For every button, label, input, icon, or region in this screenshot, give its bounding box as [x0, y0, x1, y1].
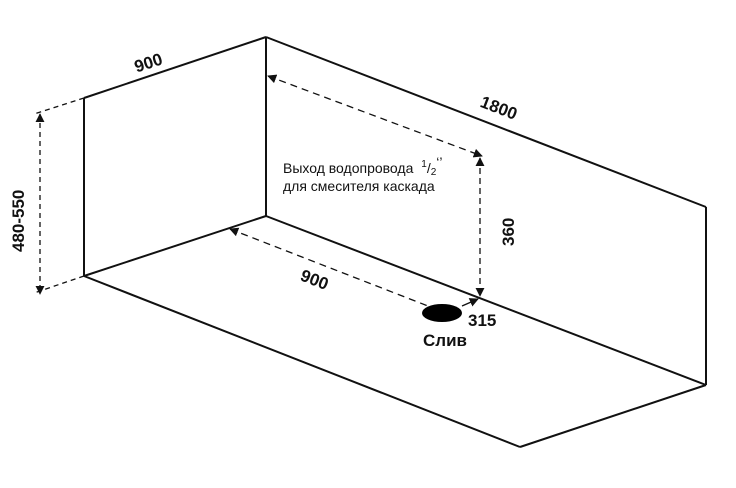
edge-inner-bottom-left: [83, 215, 267, 277]
outlet-line1-text: Выход водопровода: [283, 160, 414, 176]
outlet-annotation-line2: для смесителя каскада: [283, 178, 435, 194]
outlet-height-label: 360: [499, 218, 518, 246]
height-label: 480-550: [9, 190, 28, 252]
drain-offset-length-label: 900: [298, 266, 331, 294]
edge-top-back: [265, 36, 707, 208]
length-label: 1800: [478, 92, 520, 123]
drain-width-line: [461, 298, 479, 307]
box-outline: [83, 36, 707, 448]
drain-hole: [422, 304, 462, 322]
outlet-fraction-den: 2: [431, 167, 437, 178]
outlet-fraction-slash: /: [427, 160, 431, 176]
drain-width-dimension: [461, 298, 479, 307]
drain-label: Слив: [423, 331, 467, 350]
outlet-annotation-line1: Выход водопровода 1/2‘’: [283, 154, 443, 178]
outlet-length-line: [267, 74, 483, 158]
height-extension-bottom: [33, 275, 85, 294]
drain-offset-width-label: 315: [468, 311, 496, 330]
height-extension-top: [33, 97, 85, 115]
edge-inner-bottom-back: [265, 215, 707, 386]
edge-bottom-right: [519, 384, 707, 448]
height-dimension: [33, 97, 85, 295]
outlet-fraction-num: 1: [421, 159, 427, 170]
edge-bottom-front: [83, 275, 521, 448]
outlet-length-dimension: [267, 74, 483, 158]
edge-top-left: [83, 36, 267, 99]
outlet-quote: ‘’: [436, 154, 442, 170]
